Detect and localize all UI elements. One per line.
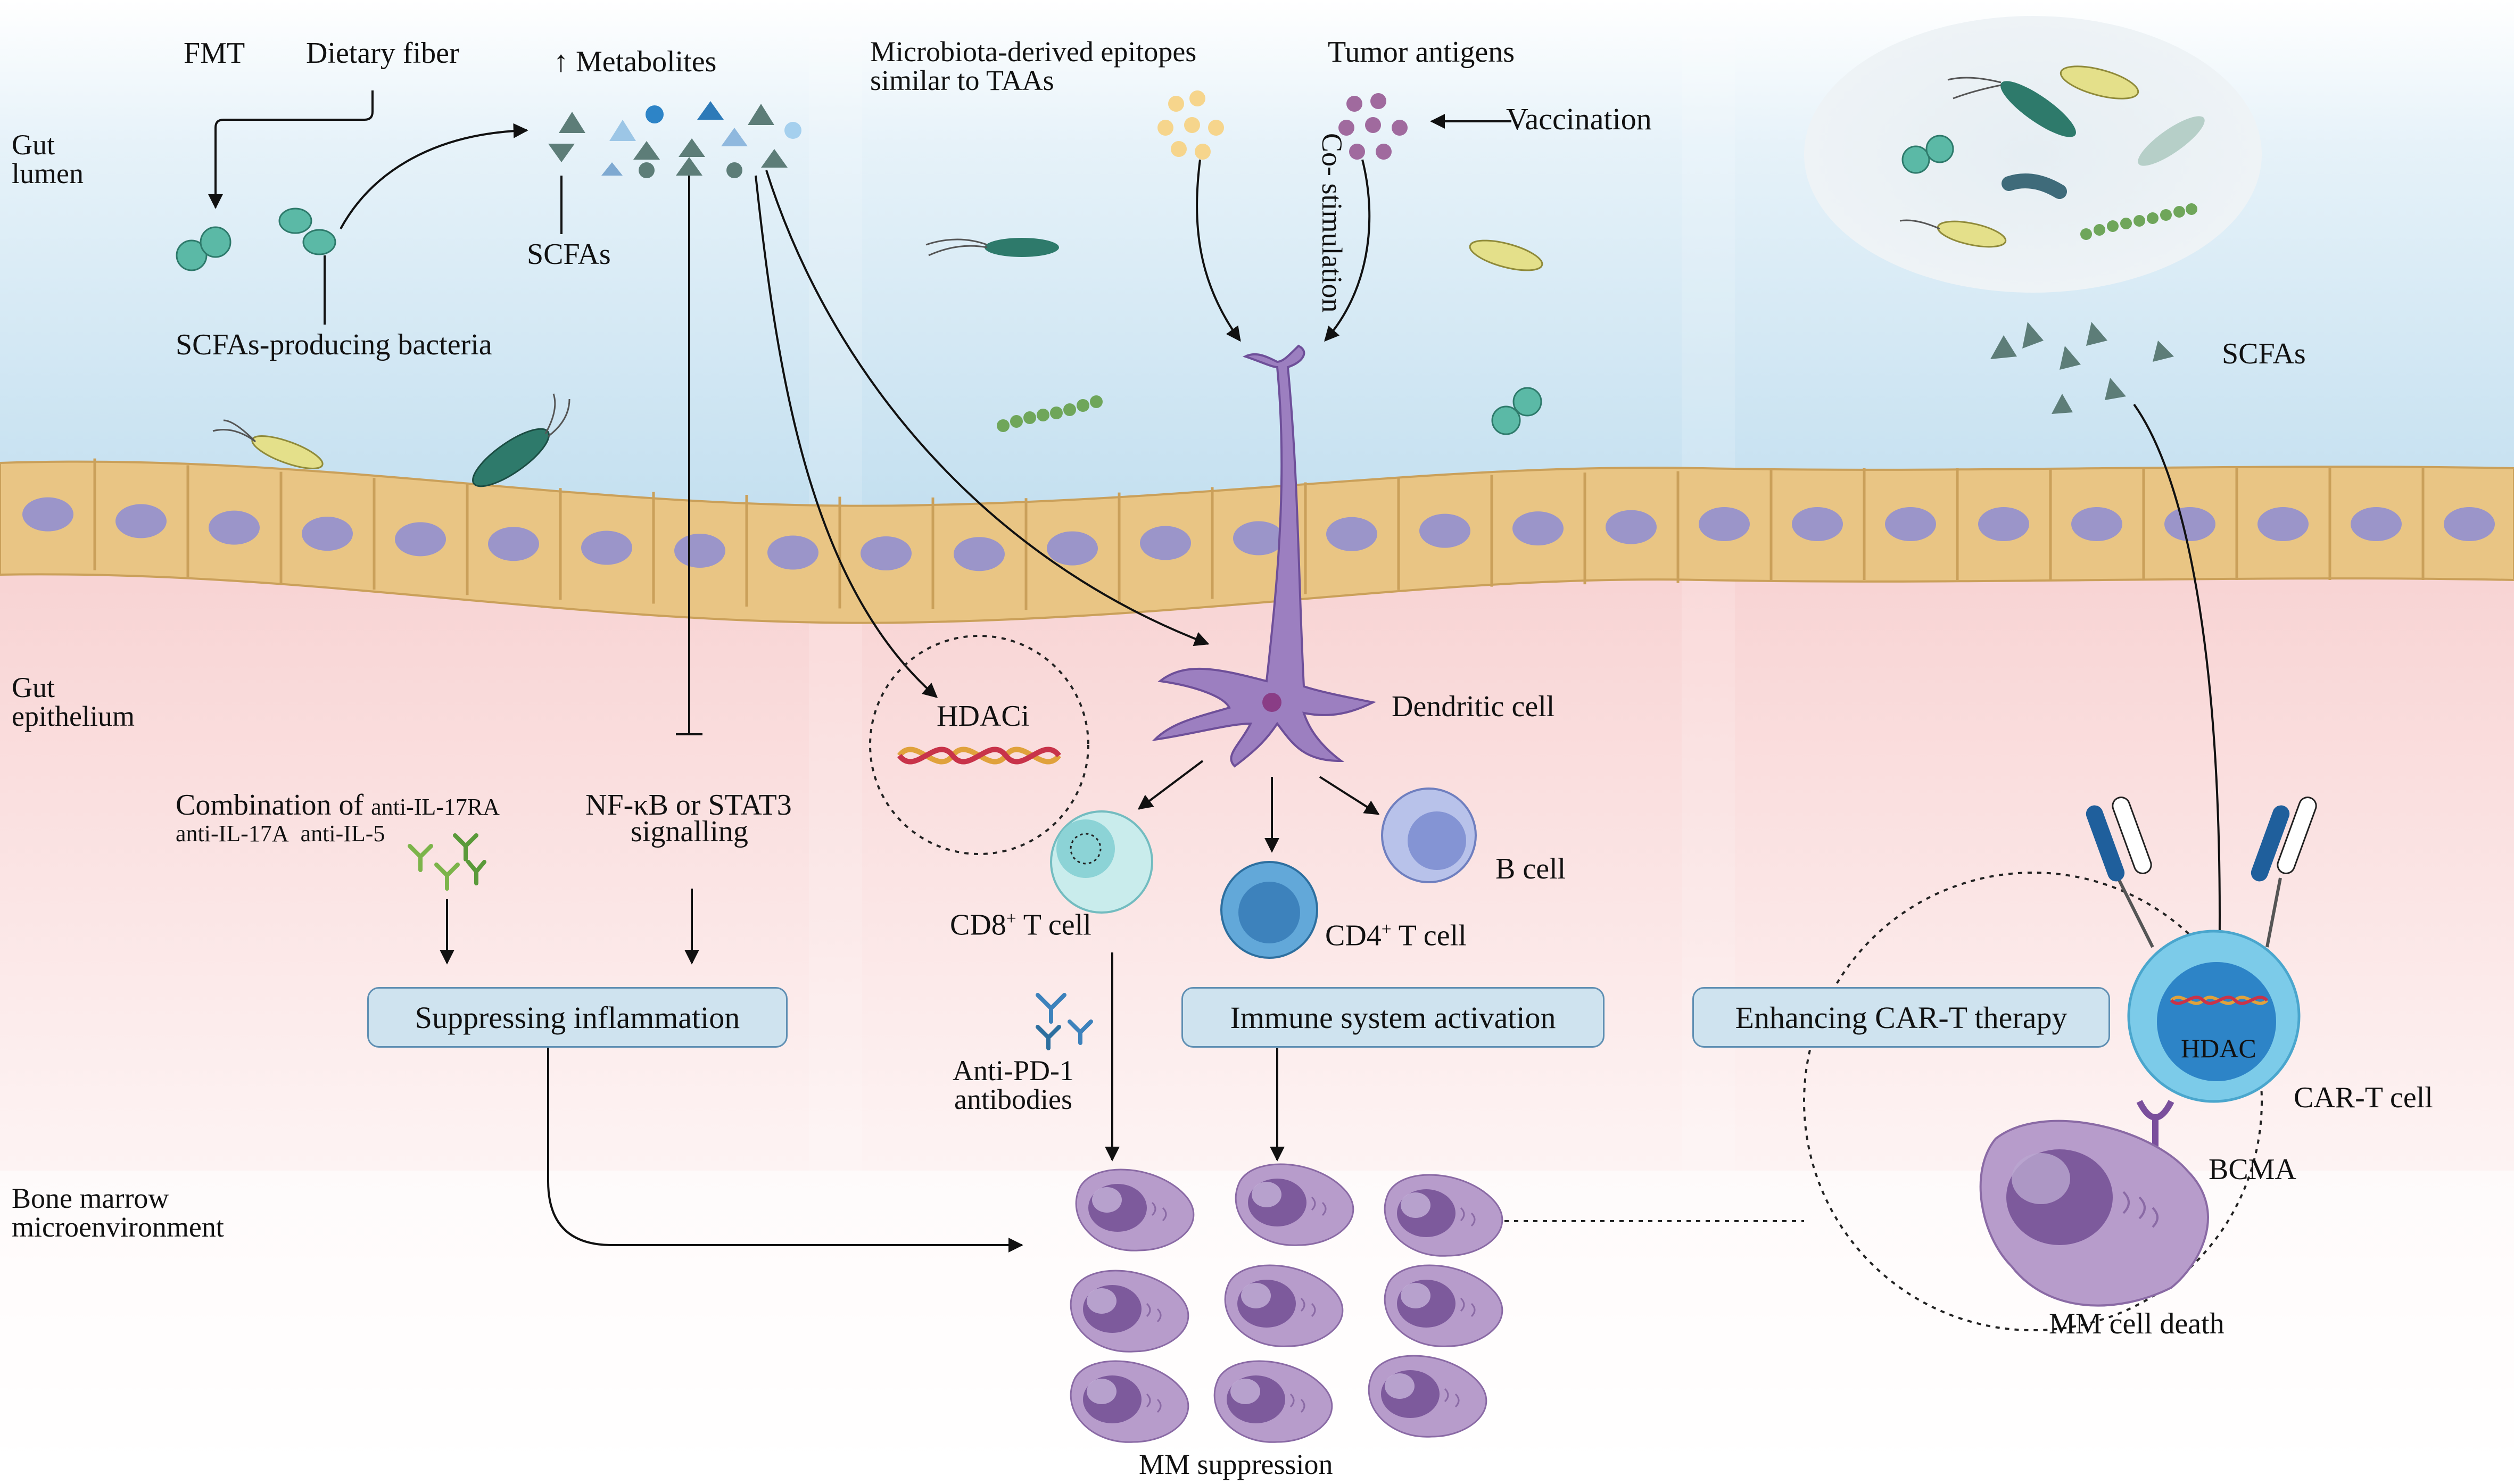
epithelial-nucleus — [1326, 517, 1377, 551]
fmt-label: FMT — [184, 37, 245, 70]
anti-il-label: anti-IL-17A anti-IL-5 — [176, 820, 385, 847]
middle-bacteria-icons — [925, 238, 1543, 435]
epithelial-nucleus — [115, 504, 167, 538]
epithelial-nucleus — [1978, 507, 2029, 541]
epithelial-nucleus — [1419, 513, 1470, 548]
dendritic-cell-icon — [1152, 344, 1377, 768]
epithelium-nuclei — [22, 497, 2495, 571]
suppressing-inflammation-box: Suppressing inflammation — [367, 987, 788, 1048]
gut-epithelium-label: Gut epithelium — [12, 671, 135, 732]
anti-pd1-antibody-icon — [1036, 993, 1093, 1050]
epithelial-nucleus — [22, 497, 73, 532]
epithelial-nucleus — [1233, 521, 1284, 556]
dietary-fiber-label: Dietary fiber — [306, 37, 459, 70]
nfkb-label: NF-κB or STAT3 — [585, 789, 792, 822]
epithelial-nucleus — [1885, 507, 1936, 541]
car-t-cell-label: CAR-T cell — [2294, 1081, 2433, 1114]
bcma-receptor-icon — [2136, 1100, 2174, 1149]
epithelial-nucleus — [2444, 507, 2495, 541]
dna-icon — [897, 747, 1061, 765]
bone-marrow-label: Bone marrow microenvironment — [12, 1182, 224, 1243]
cloud-bacteria-icons — [1899, 65, 2205, 248]
epitopes-icon — [1157, 90, 1224, 160]
epithelial-nucleus — [1606, 510, 1657, 544]
epithelial-nucleus — [395, 522, 446, 557]
gut-lumen-label: Gut lumen — [12, 129, 84, 189]
dendritic-cell-label: Dendritic cell — [1392, 690, 1555, 723]
right-scfas-label: SCFAs — [2222, 337, 2306, 370]
bcma-label: BCMA — [2209, 1153, 2296, 1186]
cd4-t-cell-label: CD4+ T cell — [1325, 919, 1467, 952]
mm-cell — [1384, 1174, 1503, 1257]
epithelial-nucleus — [2351, 507, 2402, 541]
costimulation-label: Co- stimulation — [1316, 133, 1348, 313]
tumor-antigens-icon — [1338, 93, 1408, 160]
metabolites-label: ↑ Metabolites — [553, 45, 717, 78]
epithelial-nucleus — [2257, 507, 2309, 541]
vaccination-label: Vaccination — [1506, 102, 1652, 136]
big-mm-cell-icon — [1979, 1120, 2209, 1307]
metabolites-cluster-icon — [548, 101, 801, 178]
epithelial-nucleus — [674, 533, 725, 568]
mm-cell — [1213, 1360, 1333, 1443]
mm-cell — [1075, 1168, 1195, 1251]
mm-cell — [1070, 1360, 1189, 1443]
scfas-label: SCFAs — [527, 238, 611, 271]
car-t-cell-icon — [2086, 797, 2317, 1103]
scfas-producing-bacteria-label: SCFAs-producing bacteria — [176, 328, 492, 361]
b-cell-icon — [1381, 787, 1477, 883]
cd8-t-cell-icon — [1050, 810, 1153, 914]
epithelial-nucleus — [1792, 507, 1843, 541]
combination-label: Combination of anti-IL-17RA — [176, 789, 500, 822]
mm-cells-icon — [1070, 1163, 1503, 1443]
immune-system-activation-box: Immune system activation — [1181, 987, 1605, 1048]
epithelial-nucleus — [2071, 507, 2122, 541]
mm-cell — [1384, 1264, 1503, 1347]
enhancing-car-t-box: Enhancing CAR-T therapy — [1692, 987, 2110, 1048]
epithelial-nucleus — [1512, 511, 1564, 546]
epithelial-nucleus — [302, 517, 353, 551]
cd8-t-cell-label: CD8+ T cell — [950, 908, 1091, 942]
epithelial-nucleus — [2164, 507, 2215, 541]
b-cell-label: B cell — [1495, 852, 1566, 885]
epithelial-nucleus — [1140, 526, 1191, 560]
hdac-label: HDAC — [2181, 1033, 2256, 1063]
epithelial-nucleus — [1699, 507, 1750, 541]
antibodies-icon — [408, 833, 486, 891]
signalling-label: signalling — [631, 815, 748, 848]
cd4-t-cell-icon — [1220, 861, 1318, 959]
epithelial-nucleus — [488, 527, 539, 561]
epitopes-label: Microbiota-derived epitopes similar to T… — [870, 36, 1197, 96]
green-bacterium-icon — [472, 393, 570, 487]
tumor-antigens-label: Tumor antigens — [1328, 36, 1515, 69]
mm-cell — [1368, 1355, 1487, 1438]
mm-cell — [1235, 1163, 1354, 1246]
epithelial-nucleus — [861, 536, 912, 570]
scfas-producing-bacteria-icon — [176, 208, 336, 271]
right-scfas-icon — [1990, 322, 2174, 414]
epithelial-nucleus — [1047, 531, 1098, 566]
mm-cell — [1224, 1264, 1344, 1347]
mm-cell — [1070, 1270, 1189, 1353]
mm-cell-death-label: MM cell death — [2049, 1307, 2224, 1340]
epithelial-nucleus — [954, 537, 1005, 571]
epithelial-nucleus — [767, 535, 818, 570]
hdaci-label: HDACi — [937, 700, 1030, 733]
anti-pd1-label: Anti-PD-1 antibodies — [953, 1055, 1074, 1115]
epithelial-nucleus — [581, 530, 632, 565]
epithelial-nucleus — [209, 510, 260, 545]
yellow-bacterium-icon — [212, 419, 324, 469]
mm-suppression-label: MM suppression — [1139, 1448, 1333, 1480]
